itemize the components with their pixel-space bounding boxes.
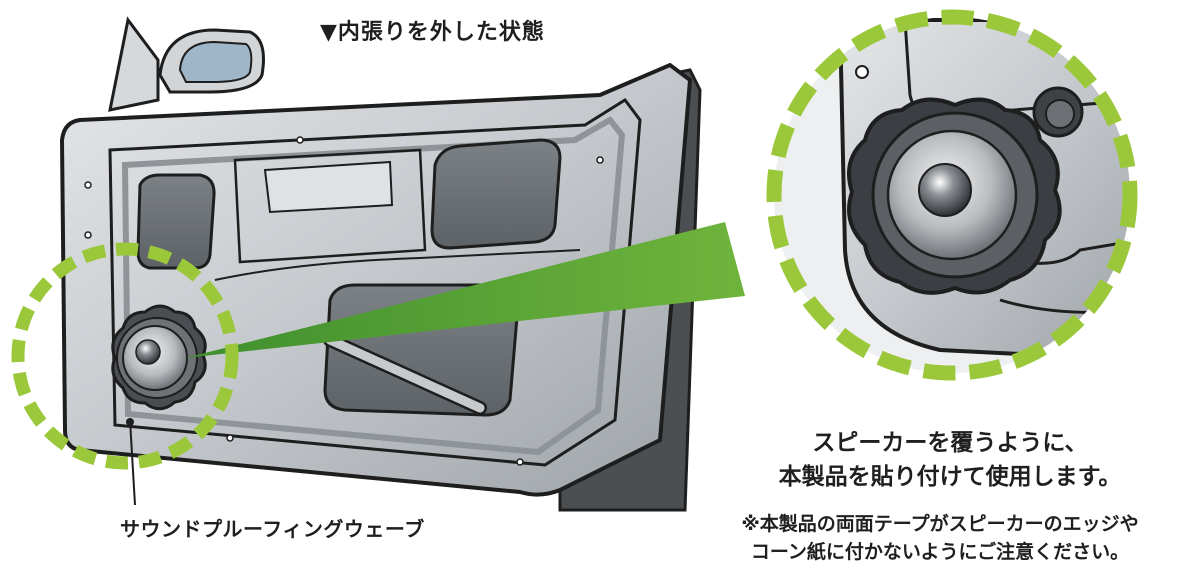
product-label: サウンドプルーフィングウェーブ [120, 517, 425, 541]
caution-line-1: ※本製品の両面テープがスピーカーのエッジや [741, 513, 1139, 535]
title-text: ▼内張りを外した状態 [320, 20, 545, 45]
instruction-text: スピーカーを覆うように、 本製品を貼り付けて使用します。 [730, 426, 1170, 494]
caution-text: ※本製品の両面テープがスピーカーのエッジや コーン紙に付かないようにご注意くださ… [690, 510, 1190, 566]
zoom-beam [185, 222, 745, 358]
zoom-view [766, 9, 1138, 381]
side-mirror [108, 16, 265, 112]
highlight-circle-small [11, 242, 239, 470]
door-speaker-small [111, 304, 207, 411]
leader-line [129, 419, 136, 506]
service-hole-upper-right [430, 138, 562, 250]
instruction-line-1: スピーカーを覆うように、 [812, 430, 1088, 456]
service-hole-upper-left [136, 173, 216, 270]
instruction-line-2: 本製品を貼り付けて使用します。 [778, 464, 1122, 490]
highlight-circle-large [766, 9, 1138, 381]
caution-line-2: コーン紙に付かないようにご注意ください。 [750, 541, 1130, 563]
